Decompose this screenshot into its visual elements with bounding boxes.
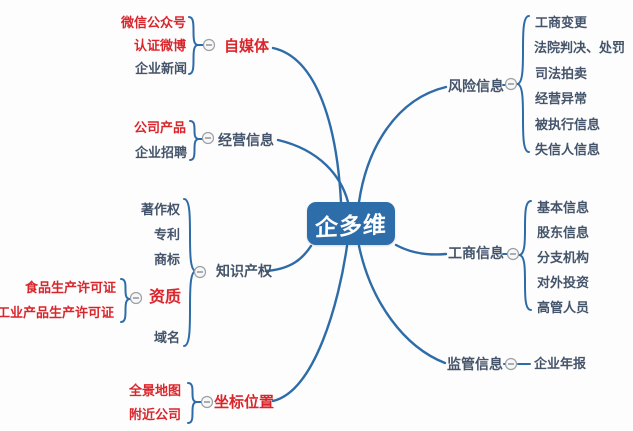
branch-registration-info: 工商信息 — [448, 245, 504, 261]
node-qualification: 资质 — [148, 289, 181, 306]
collapse-node-icon[interactable] — [202, 38, 216, 52]
curve-risk-info — [357, 85, 448, 204]
collapse-icons — [129, 38, 520, 409]
curve-intellectual-property — [264, 244, 313, 273]
node-dishonest-persons-info: 失信人信息 — [535, 142, 601, 157]
collapse-node-icon[interactable] — [506, 247, 520, 261]
node-judicial-auction: 司法拍卖 — [535, 66, 588, 81]
root-node: 企多维 — [307, 202, 395, 245]
curve-registration-info — [394, 243, 448, 256]
node-registration-changes: 工商变更 — [535, 15, 588, 30]
collapse-node-icon[interactable] — [129, 291, 143, 305]
collapse-node-icon[interactable] — [200, 395, 214, 409]
node-patent: 专利 — [153, 227, 180, 242]
brace-risk-info — [516, 15, 530, 153]
node-verified-weibo: 认证微博 — [133, 38, 186, 53]
node-court-judgments-penalties: 法院判决、处罚 — [534, 40, 626, 55]
brace-intellectual-property — [183, 198, 197, 347]
node-enforcement-info: 被执行信息 — [535, 117, 601, 132]
node-abnormal-operations: 经营异常 — [535, 91, 588, 106]
brace-qualification — [120, 278, 131, 323]
brace-registration-info — [518, 200, 532, 311]
curve-coordinates — [271, 244, 349, 403]
root-node-label: 企多维 — [314, 210, 388, 241]
branch-coordinates: 坐标位置 — [214, 394, 275, 411]
node-company-recruitment: 企业招聘 — [134, 145, 187, 160]
node-panorama-map: 全景地图 — [128, 383, 181, 398]
brace-self-media — [188, 16, 199, 75]
node-branch-organizations: 分支机构 — [537, 250, 590, 265]
node-food-production-license: 食品生产许可证 — [24, 280, 116, 295]
node-nearby-companies: 附近公司 — [128, 407, 181, 422]
node-trademark: 商标 — [153, 252, 180, 267]
node-copyright: 著作权 — [140, 202, 180, 217]
collapse-node-icon[interactable] — [504, 357, 518, 371]
node-basic-info: 基本信息 — [537, 200, 590, 215]
brace-coordinates — [187, 382, 198, 424]
branch-intellectual-property: 知识产权 — [216, 263, 272, 279]
curve-business-info — [276, 138, 350, 204]
branch-business-info: 经营信息 — [218, 132, 274, 148]
collapse-node-icon[interactable] — [201, 131, 215, 145]
collapse-node-icon[interactable] — [193, 265, 207, 279]
node-senior-executives: 高管人员 — [537, 300, 590, 315]
branch-self-media: 自媒体 — [224, 38, 270, 55]
curve-self-media — [271, 46, 343, 204]
collapse-node-icon[interactable] — [504, 77, 518, 91]
node-wechat-official-account: 微信公众号 — [120, 15, 186, 30]
node-outbound-investment: 对外投资 — [537, 275, 590, 290]
brace-business-info — [189, 120, 200, 161]
node-shareholder-info: 股东信息 — [537, 225, 590, 240]
curve-supervision-info — [357, 244, 447, 365]
branch-supervision-info: 监管信息 — [447, 356, 503, 372]
node-company-products: 公司产品 — [133, 120, 186, 135]
node-industrial-production-license: 工业产品生产许可证 — [0, 305, 114, 320]
branch-risk-info: 风险信息 — [448, 78, 504, 94]
node-annual-report: 企业年报 — [534, 356, 587, 371]
node-domain-name: 域名 — [153, 330, 180, 345]
node-company-news: 企业新闻 — [134, 61, 187, 76]
